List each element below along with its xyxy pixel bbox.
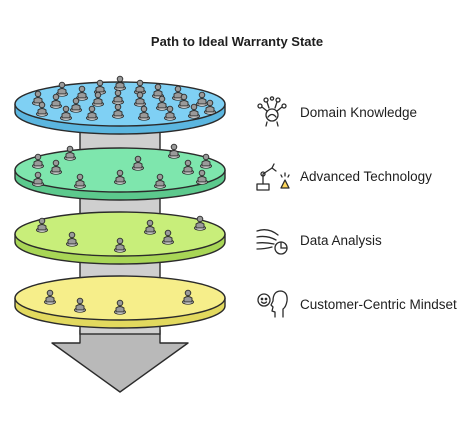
person-figure (134, 91, 146, 107)
data-flow-icon (256, 229, 288, 255)
person-figure (74, 297, 86, 313)
person-figure (164, 105, 176, 121)
person-figure (114, 75, 126, 91)
person-figure (112, 103, 124, 119)
person-figure (50, 93, 62, 109)
person-figure (200, 153, 212, 169)
person-figure (32, 153, 44, 169)
layer-customer-centric-mindset (14, 275, 226, 329)
customer-head-icon (257, 290, 288, 318)
person-figure (162, 229, 174, 245)
person-figure (188, 103, 200, 119)
person-figure (196, 169, 208, 185)
person-figure (114, 299, 126, 315)
robot-arm-icon (256, 163, 290, 191)
person-figure (154, 173, 166, 189)
person-figure (44, 289, 56, 305)
person-figure (178, 93, 190, 109)
layer-label-data-analysis: Data Analysis (300, 233, 382, 248)
person-figure (86, 105, 98, 121)
person-figure (194, 215, 206, 231)
diagram-title: Path to Ideal Warranty State (150, 34, 324, 49)
person-figure (204, 99, 216, 115)
layer-domain-knowledge (14, 75, 226, 135)
person-figure (172, 85, 184, 101)
person-figure (32, 90, 44, 106)
person-figure (114, 169, 126, 185)
person-figure (138, 105, 150, 121)
person-figure (144, 219, 156, 235)
person-figure (114, 237, 126, 253)
person-figure (74, 173, 86, 189)
person-figure (132, 155, 144, 171)
layer-label-advanced-technology: Advanced Technology (300, 169, 432, 184)
person-figure (92, 91, 104, 107)
layer-label-domain-knowledge: Domain Knowledge (300, 105, 418, 120)
person-figure (182, 289, 194, 305)
person-figure (182, 159, 194, 175)
person-figure (50, 159, 62, 175)
person-figure (66, 231, 78, 247)
person-figure (156, 95, 168, 111)
person-figure (64, 145, 76, 161)
person-figure (36, 101, 48, 117)
person-figure (32, 171, 44, 187)
person-figure (196, 91, 208, 107)
person-figure (112, 89, 124, 105)
layer-label-customer-centric-mindset: Customer-Centric Mindset (300, 297, 457, 312)
person-figure (168, 143, 180, 159)
down-arrow (51, 329, 189, 393)
person-figure (76, 85, 88, 101)
layer-data-analysis (14, 211, 226, 265)
layer-advanced-technology (14, 143, 226, 201)
brain-network-icon (257, 96, 287, 127)
person-figure (70, 97, 82, 113)
person-figure (56, 81, 68, 97)
person-figure (36, 217, 48, 233)
person-figure (60, 105, 72, 121)
